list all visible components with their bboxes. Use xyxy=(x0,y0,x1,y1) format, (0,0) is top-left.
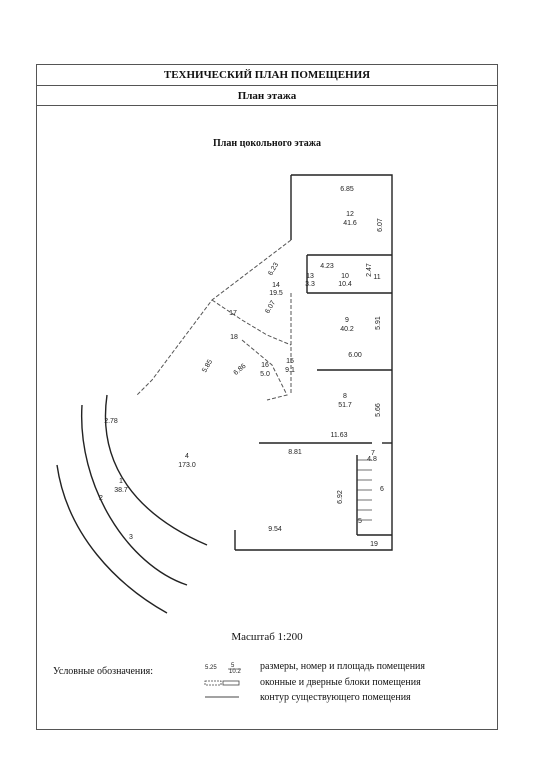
room-number: 9 xyxy=(345,317,349,324)
dashed-contour-17-18 xyxy=(211,299,292,346)
room-number: 10 xyxy=(341,273,349,280)
dimension-label: 4.8 xyxy=(367,456,377,463)
outer-wall-right xyxy=(235,174,393,551)
room-number: 14 xyxy=(272,282,280,289)
room-number: 4 xyxy=(185,453,189,460)
dimension-label: 4.23 xyxy=(320,263,334,270)
room-area: 10.4 xyxy=(338,281,352,288)
dimension-label: 5.91 xyxy=(375,316,382,330)
room-number: 6 xyxy=(380,486,384,493)
room-area: 3.3 xyxy=(305,281,315,288)
dimension-label: 6.92 xyxy=(337,490,344,504)
dimension-label: 5.85 xyxy=(201,359,214,374)
room-area: 51.7 xyxy=(338,402,352,409)
dimension-label: 9.54 xyxy=(268,526,282,533)
room-number: 16 xyxy=(261,362,269,369)
room-area: 5.0 xyxy=(260,371,270,378)
legend-item-contour: контур существующего помещения xyxy=(260,692,411,703)
dimension-label: 11.63 xyxy=(331,432,348,439)
room-number: 13 xyxy=(306,273,314,280)
dimension-label: 6.85 xyxy=(340,186,354,193)
plan-sheet: ТЕХНИЧЕСКИЙ ПЛАН ПОМЕЩЕНИЯ План этажа Пл… xyxy=(36,64,498,730)
dimension-label: 5.66 xyxy=(375,403,382,417)
room-number: 19 xyxy=(370,541,378,548)
dimension-label: 6.00 xyxy=(348,352,362,359)
room-area: 173.0 xyxy=(178,462,196,469)
dimension-label: 8.81 xyxy=(288,449,302,456)
floor-plan-title: План цокольного этажа xyxy=(213,138,321,149)
floor-plan-drawing: 6.85 6.07 4.23 2.47 6.23 6.07 5.91 6.00 … xyxy=(56,174,393,614)
dimension-label: 6.07 xyxy=(264,300,277,315)
room-number: 5 xyxy=(358,518,362,525)
legend-title: Условные обозначения: xyxy=(53,666,154,677)
room-area: 9.1 xyxy=(285,367,295,374)
room-area: 19.5 xyxy=(269,290,283,297)
room-number: 11 xyxy=(373,274,380,281)
room-number: 7 xyxy=(371,450,375,457)
room-number: 15 xyxy=(286,358,294,365)
document-title: ТЕХНИЧЕСКИЙ ПЛАН ПОМЕЩЕНИЯ xyxy=(37,65,497,86)
scale-label: Масштаб 1:200 xyxy=(231,631,303,643)
legend-sample-area: 10.2 xyxy=(229,669,241,675)
room-area: 41.6 xyxy=(343,220,357,227)
dimension-label: 2.47 xyxy=(366,263,373,277)
dimension-label: 6.07 xyxy=(377,218,384,232)
dashed-contour-15-16 xyxy=(241,339,288,401)
legend-item-dimensions: размеры, номер и площадь помещения xyxy=(260,661,426,672)
room-number: 2 xyxy=(99,495,103,502)
room-number: 18 xyxy=(230,334,238,341)
room-number: 8 xyxy=(343,393,347,400)
curved-facade-inner xyxy=(104,394,208,546)
document-subtitle: План этажа xyxy=(37,86,497,106)
dashed-contour-14 xyxy=(136,239,292,396)
legend-sample-number: 5 xyxy=(231,663,235,669)
legend-sample-dimension: 5.25 xyxy=(205,665,217,671)
room-number: 17 xyxy=(229,310,237,317)
dimension-label: 2.78 xyxy=(104,418,118,425)
legend-item-openings: оконные и дверные блоки помещения xyxy=(260,677,421,688)
curved-facade-outer xyxy=(56,464,168,614)
room-area: 40.2 xyxy=(340,326,354,333)
room-number: 1 xyxy=(119,478,123,485)
dimension-label: 6.86 xyxy=(233,363,248,377)
curved-facade-bay xyxy=(80,404,188,586)
room-number: 3 xyxy=(129,534,133,541)
room-area: 38.7 xyxy=(114,487,128,494)
legend-symbols: 5.25 5 10.2 xyxy=(204,663,241,698)
dimension-label: 6.23 xyxy=(267,262,280,277)
room-number: 12 xyxy=(346,211,354,218)
